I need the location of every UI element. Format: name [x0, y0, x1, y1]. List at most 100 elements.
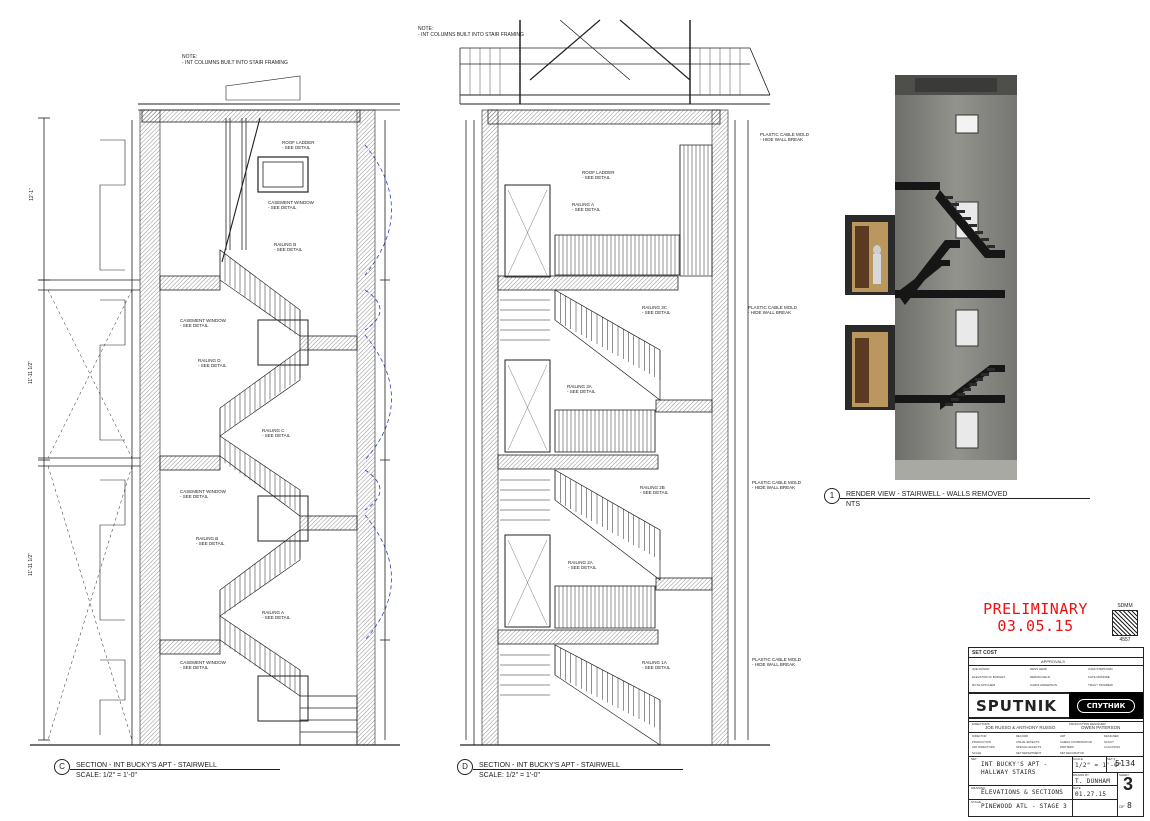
callout-c-3: CASEMENT WINDOW- SEE DETAIL [180, 318, 226, 328]
callout-detail: - SEE DETAIL [582, 175, 611, 180]
callout-detail: - SEE DETAIL [196, 541, 225, 546]
render-step [963, 217, 971, 220]
render-step [963, 388, 971, 391]
callout-detail: - SEE DETAIL [568, 565, 597, 570]
dim-label-c-1: 12'-1" [28, 188, 35, 201]
sheet-number: 3 [1123, 774, 1134, 794]
callout-label: RAILING 1A [642, 660, 667, 665]
credit-cell: ART DIRECTORS [972, 745, 995, 749]
stage-label: STAGE [971, 800, 981, 804]
credit-cell: SPECIAL EFFECTS [1016, 745, 1042, 749]
callout-label: RAILING 2A [568, 560, 593, 565]
render-step [957, 393, 965, 396]
callout-detail: - SEE DETAIL [274, 247, 303, 252]
callout-label: RAILING D [198, 358, 221, 363]
render-step [945, 403, 953, 406]
callout-label: RAILING B [274, 242, 297, 247]
render-step [981, 373, 989, 376]
designer-value: OWEN PATERSON [1081, 725, 1121, 730]
callout-d-0: ROOF LADDER- SEE DETAIL [582, 170, 615, 180]
drawn-by-value: T. DUNHAM [1075, 778, 1111, 785]
callout-label: ROOF LADDER [582, 170, 615, 175]
credit-cell: SCOUT [1104, 739, 1114, 744]
callout-c-2: RAILING B- SEE DETAIL [274, 242, 302, 252]
approval-cell: CARDI ANDERSON [1030, 683, 1058, 687]
callout-c-1: CASEMENT WINDOW- SEE DETAIL [268, 200, 314, 210]
callout-label: RAILING C [262, 428, 285, 433]
scale-value: 1/2" = 1'-0" [1075, 762, 1122, 769]
wall-note-detail: - HIDE WALL BREAK [752, 485, 796, 490]
dim-label-c-3: 11'-11 1/2" [28, 552, 35, 577]
credit-cell: ART [1060, 734, 1066, 738]
set-number-label: SET # [1107, 757, 1116, 761]
callout-c-7: RAILING B- SEE DETAIL [196, 536, 224, 546]
callout-d-1: RAILING A- SEE DETAIL [572, 202, 600, 212]
section-d-title: SECTION - INT BUCKY'S APT - STAIRWELL [479, 762, 620, 769]
directors-value: JOE RUSSO & ANTHONY RUSSO [985, 725, 1056, 730]
approval-cell: ELEVATION IF BUDGET [972, 675, 1006, 679]
credit-cell: LOCATIONS [1104, 745, 1120, 749]
render-step [975, 231, 983, 234]
sputnik-logo: SPUTNIK [969, 692, 1069, 719]
render-marker: 1 [824, 488, 840, 504]
callout-label: RAILING 3C [642, 305, 668, 310]
render-view-image [845, 75, 1017, 480]
wall-note-2: PLASTIC CABLE MOLD- HIDE WALL BREAK [752, 480, 801, 490]
section-d-drawing [459, 19, 771, 746]
set-name-2: HALLWAY STAIRS [981, 769, 1036, 776]
section-marker-c: C [54, 759, 70, 775]
wall-note-detail: - HIDE WALL BREAK [748, 310, 792, 315]
section-marker-d: D [457, 759, 473, 775]
callout-detail: - SEE DETAIL [198, 363, 227, 368]
callout-label: CASEMENT WINDOW [180, 318, 226, 323]
approval-cell: JOE RUSSO [972, 667, 990, 671]
approval-cell: RUTH MITCHEM [972, 683, 996, 687]
callout-c-5: RAILING C- SEE DETAIL [262, 428, 290, 438]
credit-cell: DESIGNER [1104, 734, 1119, 738]
callout-c-6: CASEMENT WINDOW- SEE DETAIL [180, 489, 226, 499]
callout-c-0: ROOF LADDER- SEE DETAIL [282, 140, 315, 150]
credit-cell: SCALE [972, 750, 982, 755]
callout-label: RAILING A [262, 610, 285, 615]
date-value: 01.27.15 [1075, 791, 1107, 798]
section-c-drawing [30, 75, 400, 746]
callout-label: CASEMENT WINDOW [268, 200, 314, 205]
credit-cell: PRODUCTION [972, 739, 991, 744]
render-step [969, 224, 977, 227]
callout-detail: - SEE DETAIL [642, 665, 671, 670]
credit-cell: VISUAL EFFECTS [1016, 739, 1040, 744]
callout-detail: - SEE DETAIL [268, 205, 297, 210]
callout-detail: - SEE DETAIL [180, 323, 209, 328]
render-step [951, 203, 959, 206]
render-title: RENDER VIEW - STAIRWELL - WALLS REMOVED [846, 491, 1008, 498]
render-step [969, 383, 977, 386]
seal-emblem-icon [1112, 610, 1138, 636]
scale-label: SCALE [1073, 757, 1083, 761]
callout-c-4: RAILING D- SEE DETAIL [198, 358, 226, 368]
section-c-scale: SCALE: 1/2" = 1'-0" [76, 772, 137, 779]
stage-value: PINEWOOD ATL - STAGE 3 [981, 803, 1068, 810]
approval-cell: NESS HEIDI [1030, 667, 1048, 671]
wall-note-label: PLASTIC CABLE MOLD [752, 480, 802, 485]
dim-label-c-2: 11'-11 1/2" [28, 360, 35, 385]
credit-cell: RECORD [1016, 734, 1029, 738]
callout-label: RAILING 2B [640, 485, 665, 490]
section-d-scale: SCALE: 1/2" = 1'-0" [479, 772, 540, 779]
credit-cell: SET DEPARTMENT [1016, 750, 1042, 755]
credit-cell: CAMEO COORDINATOR [1060, 739, 1092, 744]
render-step [987, 368, 995, 371]
approval-cell: CAMI STEPFORD [1088, 667, 1113, 671]
callout-label: CASEMENT WINDOW [180, 660, 226, 665]
callout-detail: - SEE DETAIL [640, 490, 669, 495]
drawing-value: ELEVATIONS & SECTIONS [981, 789, 1064, 796]
render-step [957, 210, 965, 213]
wall-note-0: PLASTIC CABLE MOLD- HIDE WALL BREAK [760, 132, 809, 142]
callout-label: RAILING 3A [567, 384, 592, 389]
wall-note-label: PLASTIC CABLE MOLD [748, 305, 798, 310]
wall-note-detail: - HIDE WALL BREAK [752, 662, 796, 667]
callout-d-2: RAILING 3C- SEE DETAIL [642, 305, 670, 315]
callout-detail: - SEE DETAIL [567, 389, 596, 394]
approval-cell: NERMA FIELD [1030, 675, 1051, 679]
preliminary-stamp: PRELIMINARY 03.05.15 [983, 600, 1088, 635]
